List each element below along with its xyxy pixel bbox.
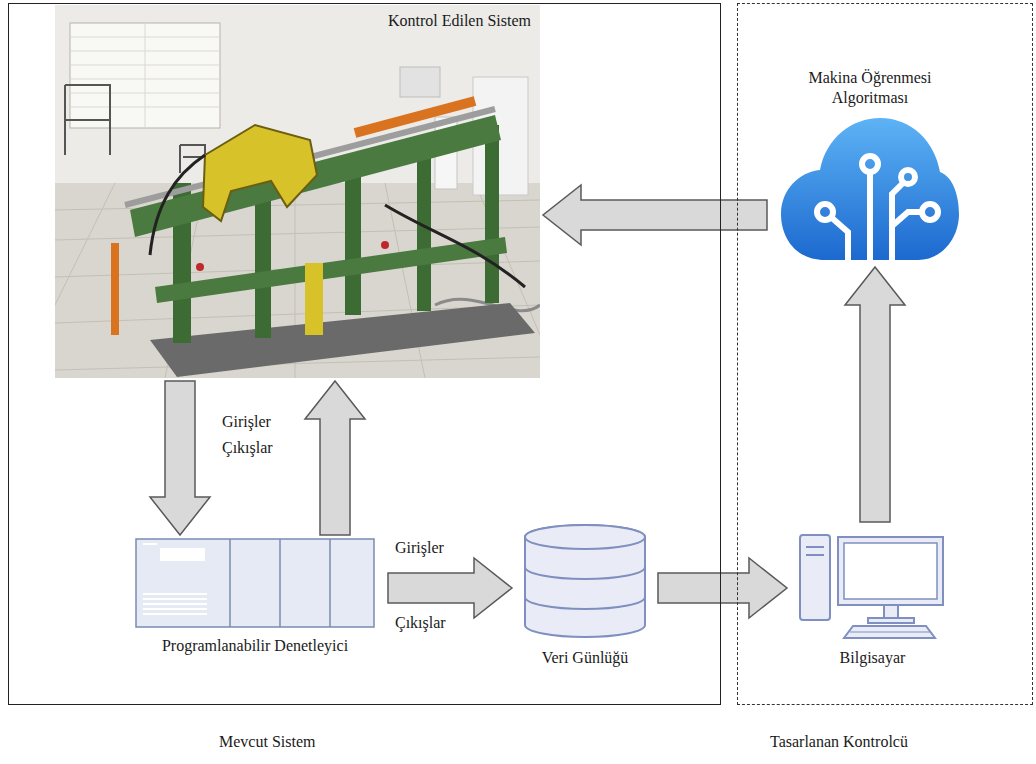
controlled-system: Kontrol Edilen Sistem: [55, 5, 540, 378]
signal-label: Çıkışlar: [395, 613, 446, 632]
region-heading: Mevcut Sistem: [219, 733, 315, 751]
machine-photo: [55, 5, 540, 378]
ml-node: Makina Öğrenmesi Algoritması: [770, 68, 970, 264]
signal-label: Girişler: [395, 538, 444, 557]
node-label: Veri Günlüğü: [542, 648, 629, 668]
node-label: Programlanabilir Denetleyici: [162, 636, 348, 656]
node-label: Bilgisayar: [840, 648, 906, 668]
block-arrow: [658, 558, 787, 618]
signal-label: Çıkışlar: [222, 438, 273, 457]
datalog-node: Veri Günlüğü: [515, 522, 655, 668]
computer-node: Bilgisayar: [790, 525, 955, 668]
plc-node: Programlanabilir Denetleyici: [125, 538, 385, 656]
block-arrow: [388, 558, 512, 618]
block-arrow: [305, 381, 365, 535]
system-region: Mevcut Sistem: [8, 3, 721, 705]
cloud-ml-icon: [780, 114, 960, 264]
controller-region: Tasarlanan KontrolcüMakina Öğrenmesi Alg…: [737, 3, 1033, 705]
computer-icon: [798, 525, 948, 640]
block-arrow: [543, 185, 767, 245]
database-icon: [520, 522, 650, 640]
signal-label: Girişler: [222, 412, 271, 431]
region-heading: Tasarlanan Kontrolcü: [770, 733, 908, 751]
block-arrow: [150, 381, 210, 535]
block-arrow: [845, 267, 905, 522]
plc-icon: [135, 538, 375, 628]
node-label: Kontrol Edilen Sistem: [385, 12, 534, 30]
node-label: Makina Öğrenmesi Algoritması: [785, 68, 955, 108]
